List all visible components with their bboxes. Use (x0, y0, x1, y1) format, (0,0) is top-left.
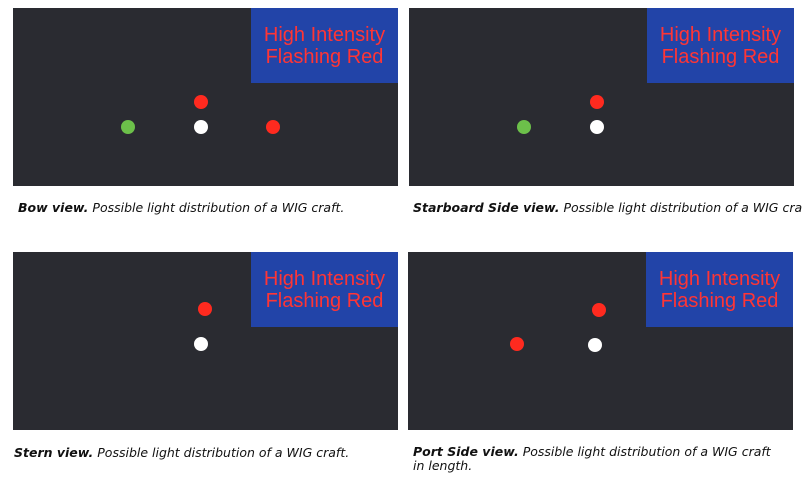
bow-view-panel: High Intensity Flashing Red (13, 8, 398, 186)
stern-view-caption: Stern view. Possible light distribution … (14, 446, 349, 460)
white-light (590, 120, 604, 134)
red-light (198, 302, 212, 316)
caption-title: Port Side view. (413, 444, 519, 459)
green-light (517, 120, 531, 134)
label-line-1: High Intensity (659, 24, 782, 46)
stern-view-panel: High Intensity Flashing Red (13, 252, 398, 430)
label-line-2: Flashing Red (265, 290, 384, 312)
label-line-2: Flashing Red (661, 46, 780, 68)
red-light (592, 303, 606, 317)
red-light (590, 95, 604, 109)
high-intensity-flashing-red-label: High Intensity Flashing Red (646, 252, 793, 327)
caption-text: Possible light distribution of a WIG cra… (559, 200, 802, 215)
caption-title: Bow view. (18, 200, 89, 215)
caption-title: Stern view. (14, 445, 94, 460)
caption-text: Possible light distribution of a WIG cra… (88, 200, 345, 215)
green-light (121, 120, 135, 134)
caption-text: Possible light distribution of a WIG cra… (518, 444, 771, 459)
white-light (194, 120, 208, 134)
label-line-1: High Intensity (658, 268, 781, 290)
caption-text-line-2: in length. (413, 458, 473, 473)
red-light (510, 337, 524, 351)
label-line-1: High Intensity (263, 24, 386, 46)
label-line-2: Flashing Red (265, 46, 384, 68)
high-intensity-flashing-red-label: High Intensity Flashing Red (251, 252, 398, 327)
red-light (266, 120, 280, 134)
red-light (194, 95, 208, 109)
label-line-2: Flashing Red (660, 290, 779, 312)
port-view-panel: High Intensity Flashing Red (408, 252, 793, 430)
white-light (194, 337, 208, 351)
caption-text: Possible light distribution of a WIG cra… (93, 445, 350, 460)
starboard-view-caption: Starboard Side view. Possible light dist… (413, 201, 802, 215)
caption-title: Starboard Side view. (413, 200, 560, 215)
label-line-1: High Intensity (263, 268, 386, 290)
white-light (588, 338, 602, 352)
high-intensity-flashing-red-label: High Intensity Flashing Red (251, 8, 398, 83)
starboard-view-panel: High Intensity Flashing Red (409, 8, 794, 186)
port-view-caption: Port Side view. Possible light distribut… (413, 445, 771, 473)
high-intensity-flashing-red-label: High Intensity Flashing Red (647, 8, 794, 83)
bow-view-caption: Bow view. Possible light distribution of… (18, 201, 344, 215)
